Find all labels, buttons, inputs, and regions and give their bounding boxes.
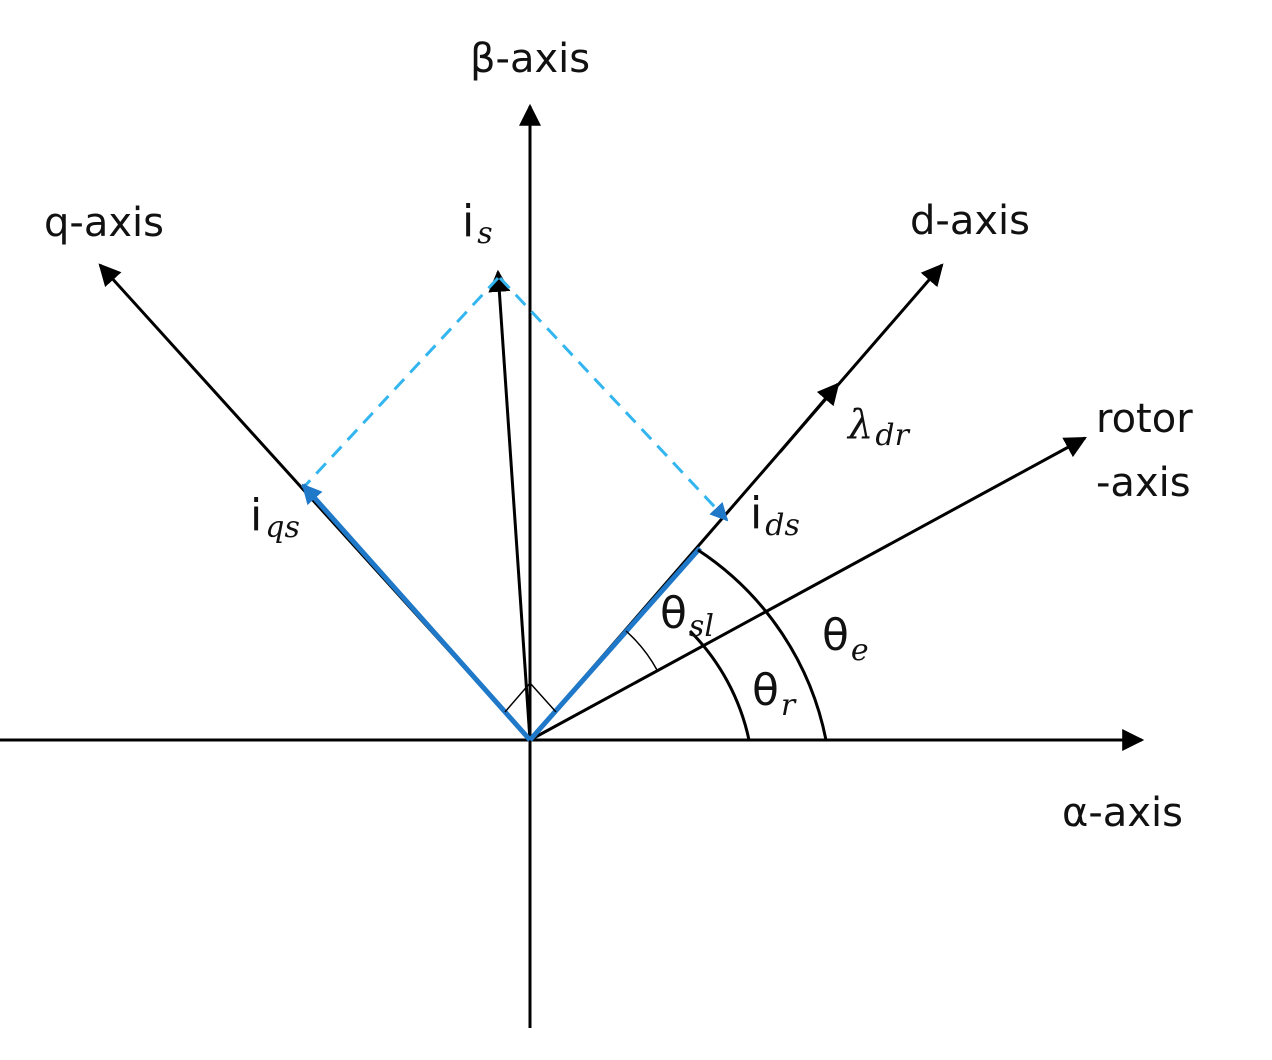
alpha-axis-label: α-axis	[1062, 790, 1183, 836]
ids-component	[528, 546, 702, 742]
lambda-dr-arrow	[778, 382, 840, 453]
is-vector	[488, 269, 532, 741]
rotor-axis-label-line1: rotor	[1096, 396, 1193, 442]
right-angle-mark	[504, 681, 557, 713]
theta-sl-label: θsl	[660, 588, 714, 644]
iqs-component	[301, 483, 532, 742]
dashed-projection-q	[301, 276, 500, 490]
theta-e-label: θe	[822, 610, 869, 668]
q-axis-label: q-axis	[44, 200, 164, 246]
dashed-projection-d	[498, 276, 729, 522]
theta-e-arc	[697, 548, 828, 741]
beta-axis-label: β-axis	[470, 36, 590, 82]
theta-r-label: θr	[752, 665, 797, 723]
rotor-axis-line	[529, 436, 1087, 742]
theta-sl-arc	[625, 630, 658, 671]
d-axis-label: d-axis	[910, 198, 1030, 244]
rotor-axis-label-line2: -axis	[1096, 460, 1191, 506]
lambda-dr-label: λdr	[846, 402, 911, 453]
theta-r-arc	[688, 629, 751, 741]
